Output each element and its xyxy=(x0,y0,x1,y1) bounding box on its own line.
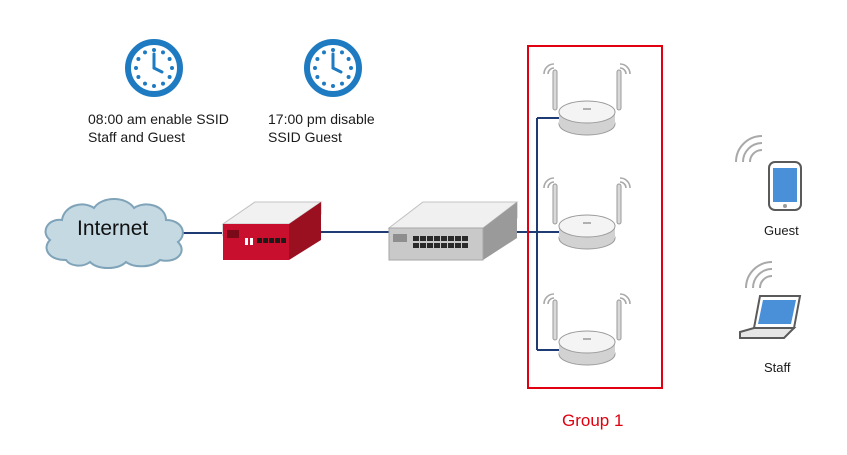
switch-icon xyxy=(387,201,519,261)
access-point-icon xyxy=(543,63,631,136)
group-label: Group 1 xyxy=(562,411,624,430)
clock-caption-1-line-2: Staff and Guest xyxy=(88,129,186,145)
clock-caption-1: 08:00 am enable SSID Staff and Guest xyxy=(88,110,229,146)
clock-icon xyxy=(125,39,183,97)
access-point-icon xyxy=(543,177,631,250)
clock-caption-2-line-2: SSID Guest xyxy=(268,129,342,145)
access-point-icon xyxy=(543,293,631,366)
clock-caption-2-line-1: 17:00 pm disable xyxy=(268,111,375,127)
firewall-icon xyxy=(221,201,323,260)
clock-icon xyxy=(304,39,362,97)
group-frame xyxy=(527,45,663,389)
laptop-icon xyxy=(739,295,802,339)
internet-label: Internet xyxy=(77,217,149,240)
smartphone-icon xyxy=(768,161,802,211)
guest-label: Guest xyxy=(764,223,799,238)
staff-label: Staff xyxy=(764,360,791,375)
cloud-icon xyxy=(44,198,184,269)
wifi-signal-icon xyxy=(735,135,763,163)
clock-caption-1-line-1: 08:00 am enable SSID xyxy=(88,111,229,127)
wifi-signal-icon xyxy=(745,261,773,289)
clock-caption-2: 17:00 pm disable SSID Guest xyxy=(268,110,375,146)
